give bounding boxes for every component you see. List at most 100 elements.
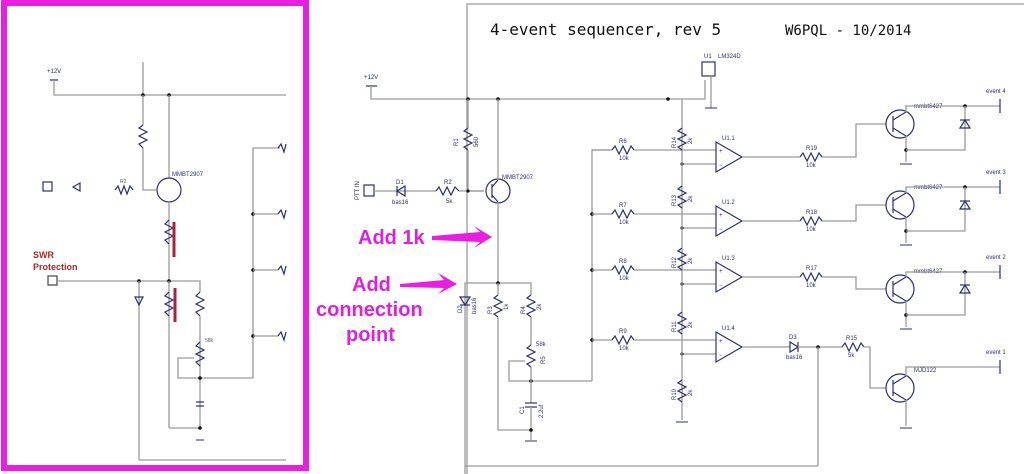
minus-sign: − — [719, 227, 723, 233]
r5-value: 58k — [536, 342, 547, 348]
op-amp-label: U1.1 — [722, 136, 735, 142]
darlington-transistor — [885, 373, 915, 403]
u1-part: LM324D — [718, 54, 741, 60]
ladder-resistor — [676, 185, 688, 209]
darlington-transistor — [885, 190, 915, 220]
ladder-resistor-label: R13 — [672, 194, 678, 206]
d1-diode — [395, 184, 406, 198]
op-amp-label: U1.4 — [722, 326, 735, 332]
r4-label: R4 — [521, 306, 527, 314]
schematic-title: 4-event sequencer, rev 5 — [490, 20, 721, 39]
ladder-resistor-value: 2k — [688, 195, 694, 202]
driver-label: mmbt6427 — [914, 185, 943, 191]
driver-label: mmbt6427 — [914, 104, 943, 110]
u1-label: U1 — [704, 54, 712, 60]
op-amp-label: U1.3 — [722, 256, 735, 262]
ladder-resistor-value: 2k — [688, 321, 694, 328]
minus-sign: − — [719, 163, 723, 169]
r5-label: R5 — [541, 356, 547, 364]
r3-label: R3 — [488, 306, 494, 314]
zener-diode — [958, 199, 972, 210]
q1-transistor — [485, 178, 511, 204]
output-resistor-label: R18 — [806, 210, 818, 216]
left-transistor-label: MMBT2907 — [172, 172, 204, 178]
r2-value: 5k — [446, 199, 453, 205]
ladder-resistor-label: R10 — [672, 388, 678, 400]
left-pot-label: 58k — [205, 338, 214, 344]
event-label: event 3 — [986, 170, 1006, 176]
output-resistor — [799, 215, 823, 227]
input-resistor-label: R7 — [619, 203, 627, 209]
annotation-add-connection-3: point — [346, 324, 395, 346]
input-resistor-value: 10k — [619, 276, 630, 282]
d3-value: bas16 — [786, 355, 803, 361]
author-date: W6PQL - 10/2014 — [785, 23, 911, 39]
input-resistor — [611, 264, 635, 276]
output-resistor — [841, 341, 865, 353]
swr-label-line2: Protection — [33, 262, 78, 272]
output-resistor — [799, 271, 823, 283]
annotation-add-connection-2: connection — [316, 299, 423, 321]
output-resistor-label: R17 — [806, 266, 818, 272]
output-resistor-value: 10k — [806, 163, 817, 169]
input-resistor — [611, 144, 635, 156]
r1-label: R1 — [454, 138, 460, 146]
supply-label: +12V — [364, 75, 378, 81]
r5-potentiometer — [525, 344, 537, 368]
input-resistor-value: 10k — [619, 220, 630, 226]
d3-diode — [789, 340, 800, 354]
c1-value: 2.2uf — [539, 404, 545, 418]
ptt-label: PTT IN — [355, 181, 361, 200]
output-resistor — [799, 151, 823, 163]
input-resistor-label: R6 — [619, 139, 627, 145]
ladder-resistor-label: R14 — [672, 136, 678, 148]
r3-value: 1k — [504, 303, 510, 310]
q1-label: MMBT2907 — [502, 175, 534, 181]
op-amp — [715, 204, 744, 238]
d2-label: D2 — [458, 305, 464, 313]
annotation-add-connection-1: Add — [352, 274, 391, 296]
d3-label: D3 — [789, 335, 797, 341]
op-amp — [715, 140, 744, 174]
minus-sign: − — [719, 283, 723, 289]
plus-sign: + — [719, 213, 723, 219]
r2-label: R2 — [444, 180, 452, 186]
swr-connection-point[interactable] — [47, 275, 58, 286]
output-resistor-value: 10k — [806, 283, 817, 289]
c1-label: C1 — [520, 406, 526, 414]
driver-stage: mmbt6427 event 3 — [822, 170, 1006, 246]
left-supply-label: +12V — [47, 69, 61, 75]
ptt-input-connector[interactable] — [363, 184, 375, 197]
plus-sign: + — [719, 339, 723, 345]
u1-power-block — [701, 61, 716, 77]
main-schematic: 4-event sequencer, rev 5 W6PQL - 10/2014… — [316, 3, 1024, 474]
ladder-resistor — [676, 247, 688, 271]
output-resistor-value: 10k — [806, 227, 817, 233]
arrow-add-1k — [432, 226, 492, 248]
left-r2-label: R2 — [120, 179, 127, 185]
op-amp-label: U1.2 — [722, 200, 735, 206]
driver-label: MJD122 — [914, 368, 937, 374]
d1-label: D1 — [396, 180, 404, 186]
plus-sign: + — [719, 269, 723, 275]
event-label: event 2 — [986, 255, 1006, 261]
input-resistor-value: 10k — [619, 346, 630, 352]
ladder-resistor-value: 2k — [688, 137, 694, 144]
op-amp — [715, 330, 744, 364]
output-resistor-label: R15 — [846, 336, 858, 342]
output-resistor-label: R19 — [806, 146, 818, 152]
zener-diode — [958, 118, 972, 129]
ladder-resistor-value: 2k — [688, 257, 694, 264]
minus-sign: − — [719, 353, 723, 359]
ladder-resistor-label: R11 — [672, 321, 678, 332]
darlington-transistor — [885, 109, 915, 139]
op-amp — [715, 260, 744, 294]
input-resistor-label: R8 — [619, 259, 627, 265]
input-resistor — [611, 334, 635, 346]
plus-sign: + — [719, 149, 723, 155]
